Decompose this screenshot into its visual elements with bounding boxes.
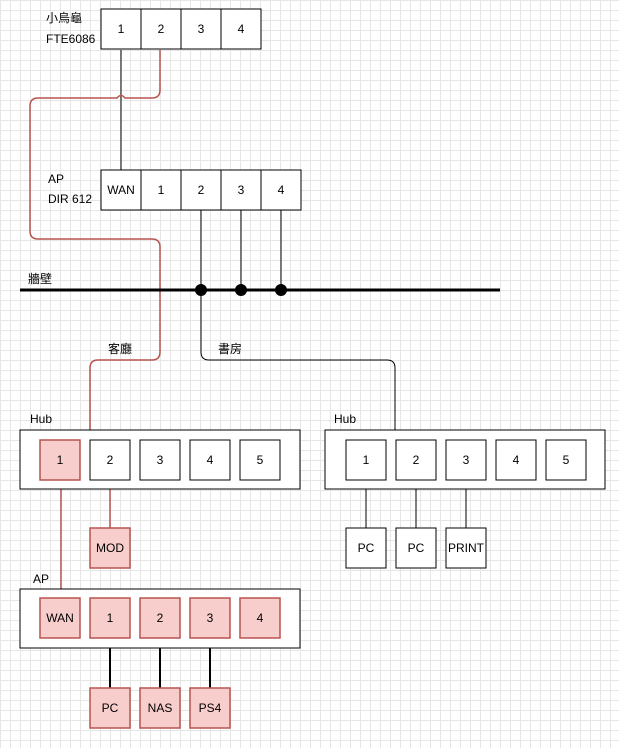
hub-left-port-5 — [239, 439, 281, 481]
hub-left-port-3-label: 3 — [157, 453, 164, 467]
ap-main-port-4 — [260, 169, 302, 211]
living-pc-box — [89, 687, 131, 729]
ap-living-name: AP — [33, 572, 49, 586]
ap-main-model: DIR 612 — [48, 192, 92, 206]
ap-living-port-2-label: 2 — [157, 611, 164, 625]
router-model: FTE6086 — [46, 32, 96, 46]
hub-left-port-2-label: 2 — [107, 453, 114, 467]
living-ps4-label: PS4 — [199, 701, 222, 715]
ap-living-port-3-label: 3 — [207, 611, 214, 625]
study-pc-2-label: PC — [408, 541, 425, 555]
ap-main-port-2-label: 2 — [198, 183, 205, 197]
hub-left-name: Hub — [30, 412, 52, 426]
hub-right-port-1 — [345, 439, 387, 481]
ap-main-port-2 — [180, 169, 222, 211]
hub-right-port-4-label: 4 — [513, 453, 520, 467]
ap-main-port-wan-label: WAN — [107, 183, 135, 197]
wire-router-2-to-living-hub — [29, 50, 161, 440]
hub-left-port-2 — [89, 439, 131, 481]
wall-label: 牆壁 — [28, 271, 52, 286]
ap-living-port-3 — [189, 597, 231, 639]
ap-main-ports: WAN 1 2 3 4 — [100, 169, 302, 211]
hub-right-port-5-label: 5 — [563, 453, 570, 467]
study-printer-box — [445, 527, 487, 569]
hub-left-port-4 — [189, 439, 231, 481]
ap-living-port-wan-label: WAN — [46, 611, 74, 625]
hub-left-port-1 — [39, 439, 81, 481]
hub-right-port-4 — [495, 439, 537, 481]
room-study-label: 書房 — [218, 341, 242, 356]
study-printer-label: PRINT — [448, 541, 485, 555]
ap-main-port-4-label: 4 — [278, 183, 285, 197]
router-port-2 — [140, 8, 182, 50]
wire-wall-to-study-hub — [200, 290, 396, 430]
room-living-label: 客廳 — [108, 341, 132, 356]
ap-main-port-3-label: 3 — [238, 183, 245, 197]
living-nas-label: NAS — [148, 701, 173, 715]
hub-right-port-2-label: 2 — [413, 453, 420, 467]
hub-right-name: Hub — [334, 412, 356, 426]
hub-right-port-1-label: 1 — [363, 453, 370, 467]
router-name: 小烏龜 — [46, 11, 82, 25]
ap-main-port-1 — [140, 169, 182, 211]
study-pc-1-box — [345, 527, 387, 569]
hub-left-port-1-label: 1 — [57, 453, 64, 467]
hub-left-port-5-label: 5 — [257, 453, 264, 467]
ap-living-port-wan — [39, 597, 81, 639]
living-pc-label: PC — [102, 701, 119, 715]
hub-left-port-4-label: 4 — [207, 453, 214, 467]
ap-main-name: AP — [48, 172, 64, 186]
ap-main-port-1-label: 1 — [158, 183, 165, 197]
ap-living-port-4 — [239, 597, 281, 639]
wall-junction-2 — [195, 284, 207, 296]
hub-right-port-5 — [545, 439, 587, 481]
wall-junction-4 — [275, 284, 287, 296]
living-ps4-box — [189, 687, 231, 729]
ap-main-port-wan — [100, 169, 142, 211]
ap-living-port-1 — [89, 597, 131, 639]
router-port-1-label: 1 — [118, 22, 125, 36]
hub-right-port-3-label: 3 — [463, 453, 470, 467]
router-port-3-label: 3 — [198, 22, 205, 36]
router-port-4-label: 4 — [238, 22, 245, 36]
living-nas-box — [139, 687, 181, 729]
ap-living-port-2 — [139, 597, 181, 639]
hub-right-port-3 — [445, 439, 487, 481]
router-port-3 — [180, 8, 222, 50]
modem-box — [89, 527, 131, 569]
study-pc-2-box — [395, 527, 437, 569]
router-ports: 1 2 3 4 — [100, 8, 262, 50]
hub-left-port-3 — [139, 439, 181, 481]
router-port-4 — [220, 8, 262, 50]
modem-label: MOD — [96, 541, 124, 555]
study-pc-1-label: PC — [358, 541, 375, 555]
router-port-2-label: 2 — [158, 22, 165, 36]
ap-living-port-4-label: 4 — [257, 611, 264, 625]
hub-right-port-2 — [395, 439, 437, 481]
ap-living-port-1-label: 1 — [107, 611, 114, 625]
wall-junction-3 — [235, 284, 247, 296]
